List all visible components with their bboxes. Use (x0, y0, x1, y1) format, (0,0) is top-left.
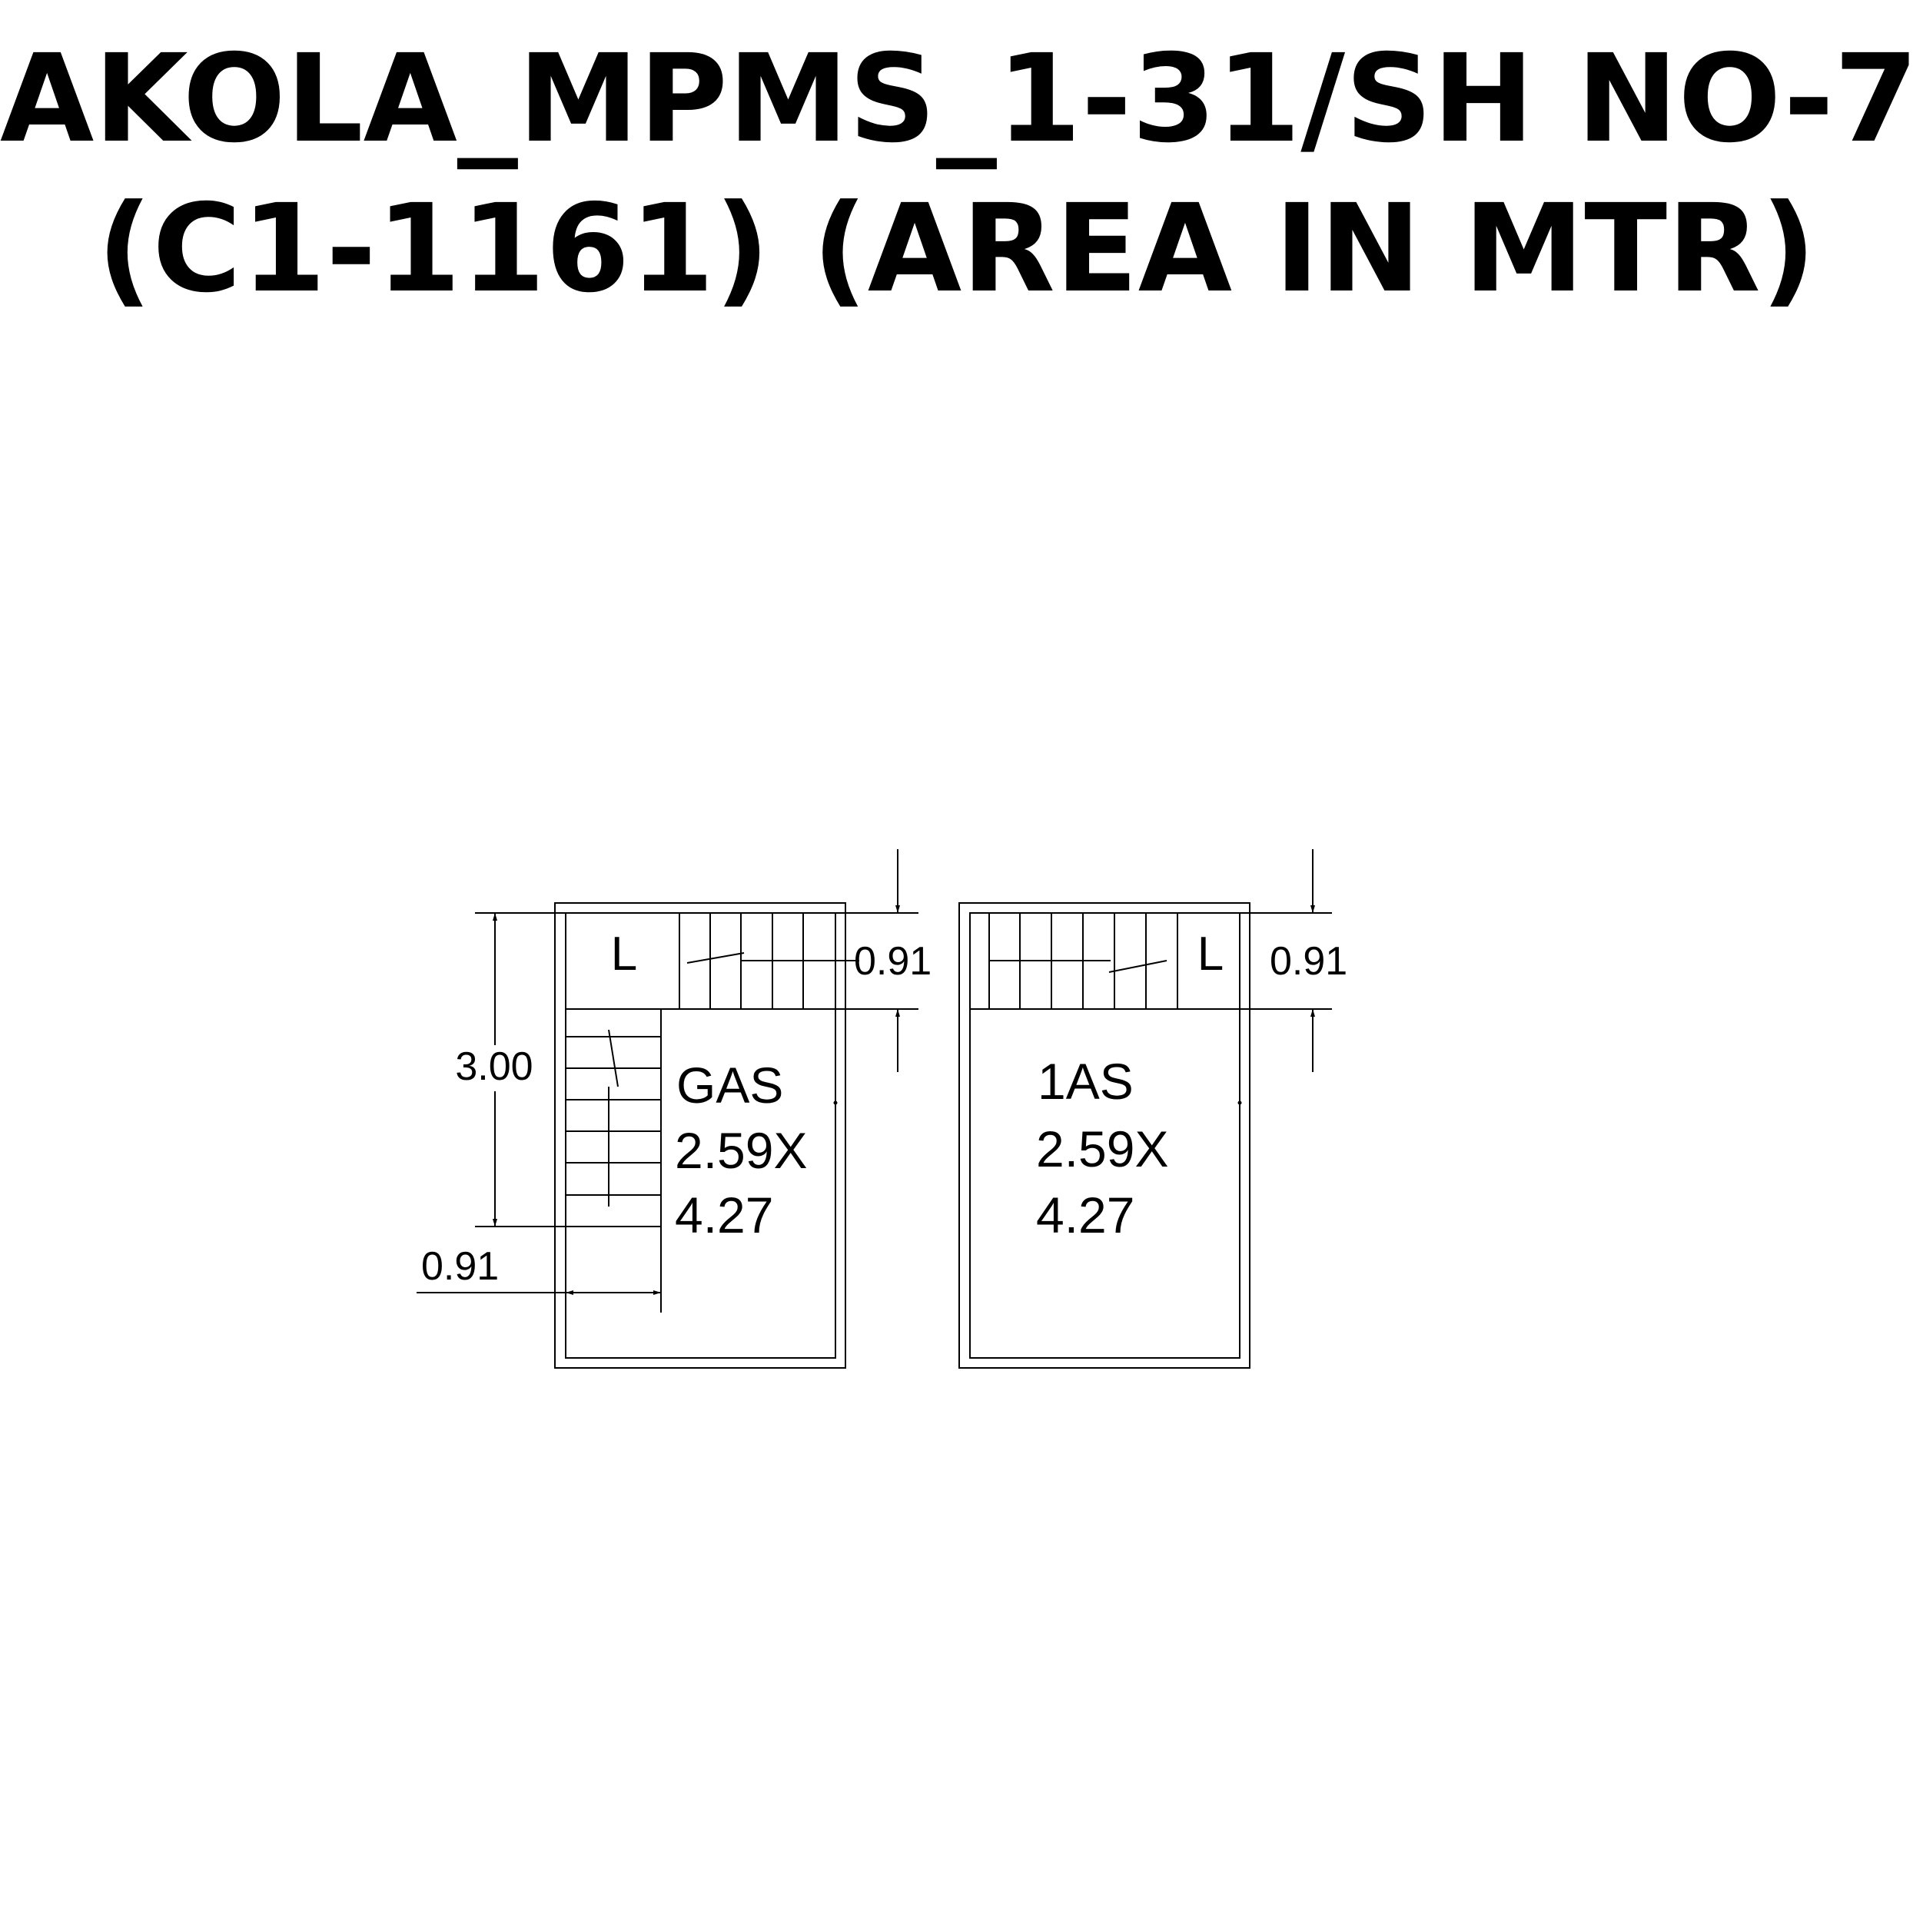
left-room-size-line-2: 4.27 (675, 1187, 773, 1243)
left-room-size-line-1: 2.59X (675, 1122, 807, 1179)
right-dim-top-right (1240, 849, 1332, 1072)
right-room-size-line-2: 4.27 (1036, 1187, 1134, 1243)
left-plan-outer-wall (554, 902, 846, 1369)
left-dim-height-value: 3.00 (455, 1044, 533, 1089)
left-dim-bottom-width-value: 0.91 (421, 1244, 499, 1289)
right-room-label: 1AS (1038, 1053, 1134, 1110)
right-room-size-line-1: 2.59X (1036, 1120, 1168, 1177)
left-room-label: GAS (676, 1057, 783, 1114)
drawing-title-line-2: (C1-1161) (AREA IN MTR) (97, 178, 1816, 320)
right-lift-label: L (1197, 928, 1224, 981)
left-dim-bottom-width (417, 1227, 662, 1313)
left-upper-stair (679, 913, 859, 1010)
left-lift-label: L (611, 928, 637, 981)
right-dim-top-right-value: 0.91 (1270, 939, 1347, 984)
left-dim-top-right-value: 0.91 (854, 939, 932, 984)
left-dim-top-right (835, 849, 918, 1072)
left-lower-stair (565, 1008, 662, 1227)
drawing-title-line-1: AKOLA_MPMS_1-31/SH NO-7 (0, 28, 1913, 170)
right-plan-outer-wall (958, 902, 1250, 1369)
left-dim-height (475, 912, 566, 1227)
left-plan (417, 849, 918, 1369)
right-stair (970, 913, 1240, 1010)
right-plan (958, 849, 1332, 1369)
right-plan-inner-wall (969, 912, 1240, 1359)
